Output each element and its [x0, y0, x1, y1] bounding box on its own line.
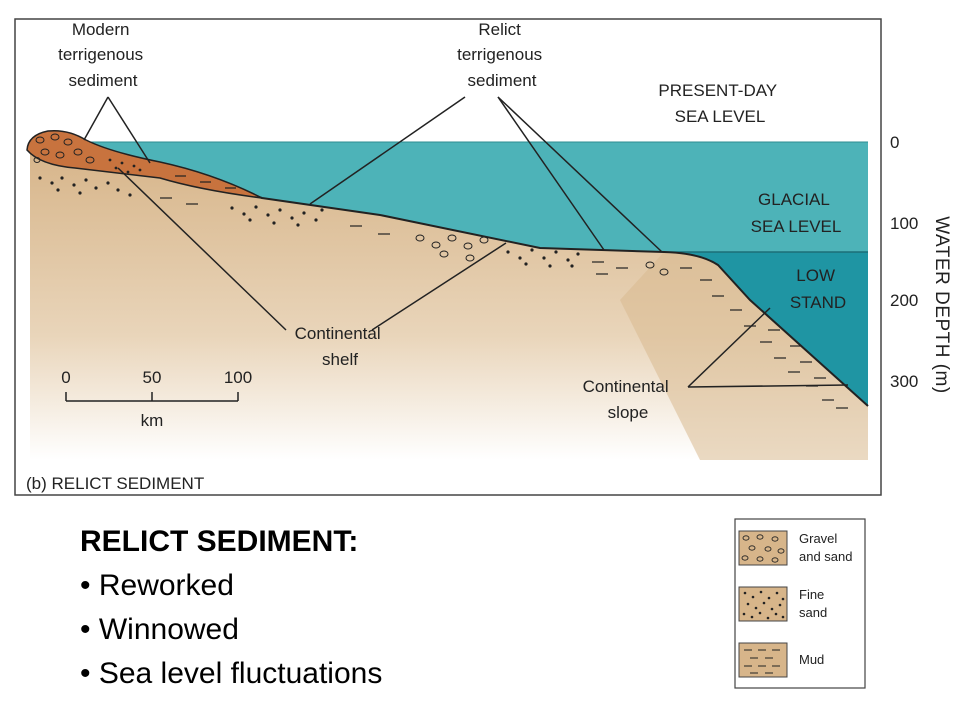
- notes-bullet-reworked: • Reworked: [80, 569, 234, 602]
- legend-label-mud: Mud: [799, 652, 824, 667]
- present-sea-level-label: PRESENT-DAY SEA LEVEL: [658, 81, 781, 126]
- slope-sediment: [620, 252, 868, 460]
- legend: Gravel and sand Fine sand Mud: [734, 518, 866, 689]
- legend-gravel-pattern: [741, 534, 785, 563]
- legend-swatch-mud: [738, 642, 788, 678]
- glacial-sea-level-label: GLACIAL SEA LEVEL: [751, 190, 842, 236]
- notes-list: RELICT SEDIMENT: • Reworked • Winnowed •…: [80, 520, 382, 696]
- relict-sediment-label: Relict terrigenous sediment: [457, 20, 547, 90]
- notes-bullet-sea-level: • Sea level fluctuations: [80, 657, 383, 690]
- sediment-body: [30, 150, 868, 460]
- legend-mud-pattern: [744, 649, 780, 674]
- depth-tick-0: 0: [890, 133, 899, 152]
- figure-frame: [14, 18, 882, 496]
- depth-tick-200: 200: [890, 291, 918, 310]
- depth-axis: 0 100 200 300 WATER DEPTH (m): [890, 133, 952, 394]
- legend-fine-sand-pattern: [742, 590, 785, 620]
- leader-lines: [83, 96, 849, 388]
- scale-tick-0: 0: [61, 368, 70, 387]
- low-stand-sea-water: [664, 252, 868, 406]
- modern-sediment-label: Modern terrigenous sediment: [58, 20, 148, 90]
- mud-patches: [160, 197, 848, 409]
- depth-axis-title: WATER DEPTH (m): [931, 216, 952, 393]
- modern-sediment-wedge: [26, 129, 263, 199]
- figure-caption: (b) RELICT SEDIMENT: [26, 474, 204, 493]
- notes-bullet-winnowed: • Winnowed: [80, 613, 239, 646]
- modern-sediment-gravel: [33, 133, 95, 164]
- low-stand-label: LOW STAND: [790, 266, 846, 312]
- modern-sediment-dots: [108, 158, 142, 174]
- present-sea-water: [30, 142, 868, 252]
- legend-label-fine-sand: Fine sand: [799, 587, 828, 620]
- scale-tick-50: 50: [143, 368, 162, 387]
- scale-bar: 0 50 100 km: [61, 368, 252, 430]
- scale-unit: km: [141, 411, 164, 430]
- seafloor-outline: [29, 149, 869, 407]
- continental-slope-label: Continental slope: [583, 377, 674, 422]
- legend-label-gravel-sand: Gravel and sand: [799, 531, 853, 564]
- notes-heading: RELICT SEDIMENT:: [80, 525, 359, 558]
- gravel-sand-patches: [415, 234, 669, 276]
- depth-tick-100: 100: [890, 214, 918, 233]
- continental-shelf-label: Continental shelf: [295, 324, 386, 369]
- modern-sediment-mud: [175, 175, 236, 189]
- fine-sand-patches: [38, 176, 580, 268]
- depth-tick-300: 300: [890, 372, 918, 391]
- scale-tick-100: 100: [224, 368, 252, 387]
